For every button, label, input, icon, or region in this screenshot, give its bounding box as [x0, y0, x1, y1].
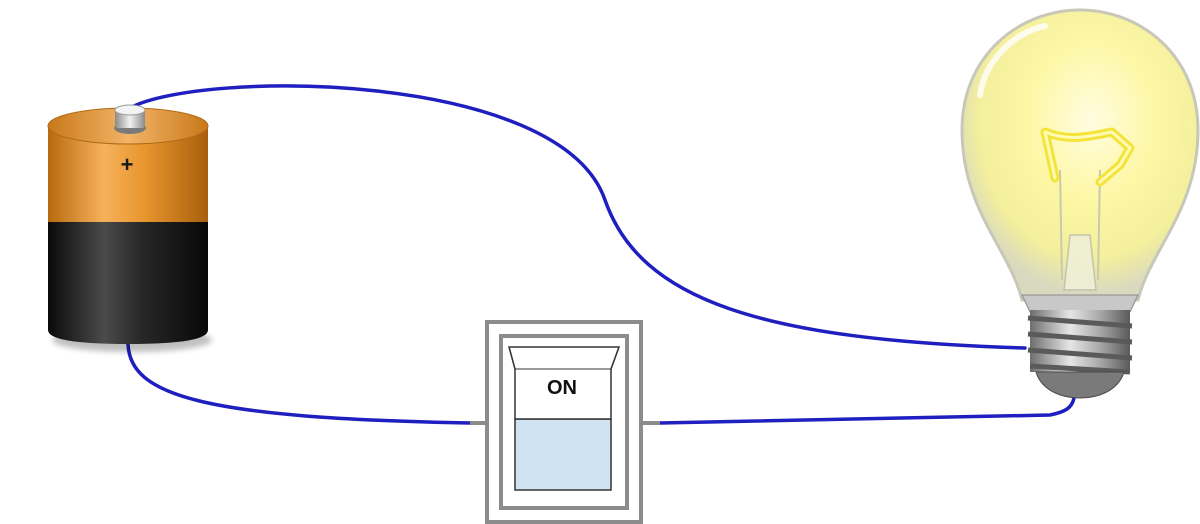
- bulb-stem: [1063, 234, 1097, 291]
- battery: +: [47, 104, 212, 352]
- switch-lower-panel: [514, 418, 612, 491]
- bulb-glass: [960, 8, 1200, 302]
- switch-label: ON: [547, 377, 577, 399]
- switch[interactable]: ON: [485, 320, 643, 524]
- battery-positive-sign: +: [121, 152, 134, 177]
- light-bulb: [960, 8, 1200, 399]
- wire-switch-to-bulb: [658, 396, 1076, 425]
- wire-battery-to-bulb: [128, 84, 1027, 350]
- wire-battery-to-switch: [126, 342, 472, 425]
- battery-bottom-body: [48, 220, 208, 344]
- wires: [126, 84, 1076, 425]
- bulb-screw-base: [1027, 310, 1133, 399]
